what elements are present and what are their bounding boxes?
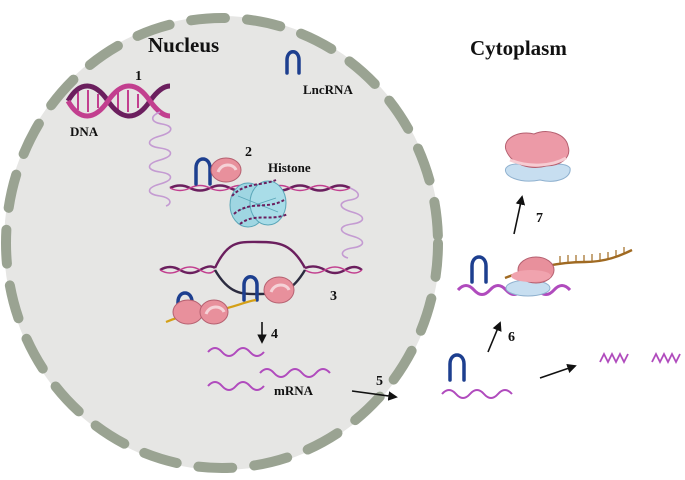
lncrna-label: LncRNA (303, 82, 353, 97)
step-5-number: 5 (376, 374, 383, 389)
degradation-arrow (539, 363, 577, 379)
nuclear-envelope (1, 13, 443, 473)
step-6-arrow (487, 321, 502, 353)
lncrna-hairpin-icon (285, 50, 301, 75)
mrna-strands (207, 347, 331, 391)
nucleosome-icon (229, 179, 289, 228)
ribosome-icon (263, 276, 295, 304)
nucleus-title: Nucleus (148, 33, 219, 57)
step-1-number: 1 (135, 69, 142, 84)
lncrna-hairpin-icon (448, 353, 466, 382)
cytoplasm-mrna (441, 389, 513, 399)
ribosome-icon (172, 299, 229, 325)
dna-duplex-right (304, 265, 363, 275)
peptide-ticks (559, 247, 625, 263)
step-4-number: 4 (271, 327, 278, 342)
protein-icon (504, 131, 571, 182)
ribosome-icon (505, 256, 555, 297)
nucleus-body (4, 16, 440, 470)
lncrna-hairpin-icon (194, 157, 212, 186)
step-7-arrow (513, 195, 526, 235)
lncrna-hairpin-icon (242, 275, 259, 302)
lncrna-hairpin-icon (470, 255, 488, 284)
ribosome-icon (210, 157, 242, 183)
dna-label: DNA (70, 124, 99, 139)
cytoplasm-title: Cytoplasm (470, 36, 567, 60)
step-3-number: 3 (330, 289, 337, 304)
step-6-number: 6 (508, 330, 515, 345)
step-7-number: 7 (536, 211, 543, 226)
dna-duplex-left (159, 265, 216, 275)
dna-helix-icon (65, 83, 171, 119)
step-2-number: 2 (245, 145, 252, 160)
mrna-fragments (599, 351, 681, 365)
step-5-arrow (351, 390, 398, 401)
chromatin-coil (148, 111, 172, 207)
transcription-bubble-bottom (213, 269, 307, 296)
chromatin-coil (340, 187, 364, 259)
histone-label: Histone (268, 160, 311, 175)
mrna-label: mRNA (274, 383, 314, 398)
transcription-bubble-top (213, 240, 307, 269)
